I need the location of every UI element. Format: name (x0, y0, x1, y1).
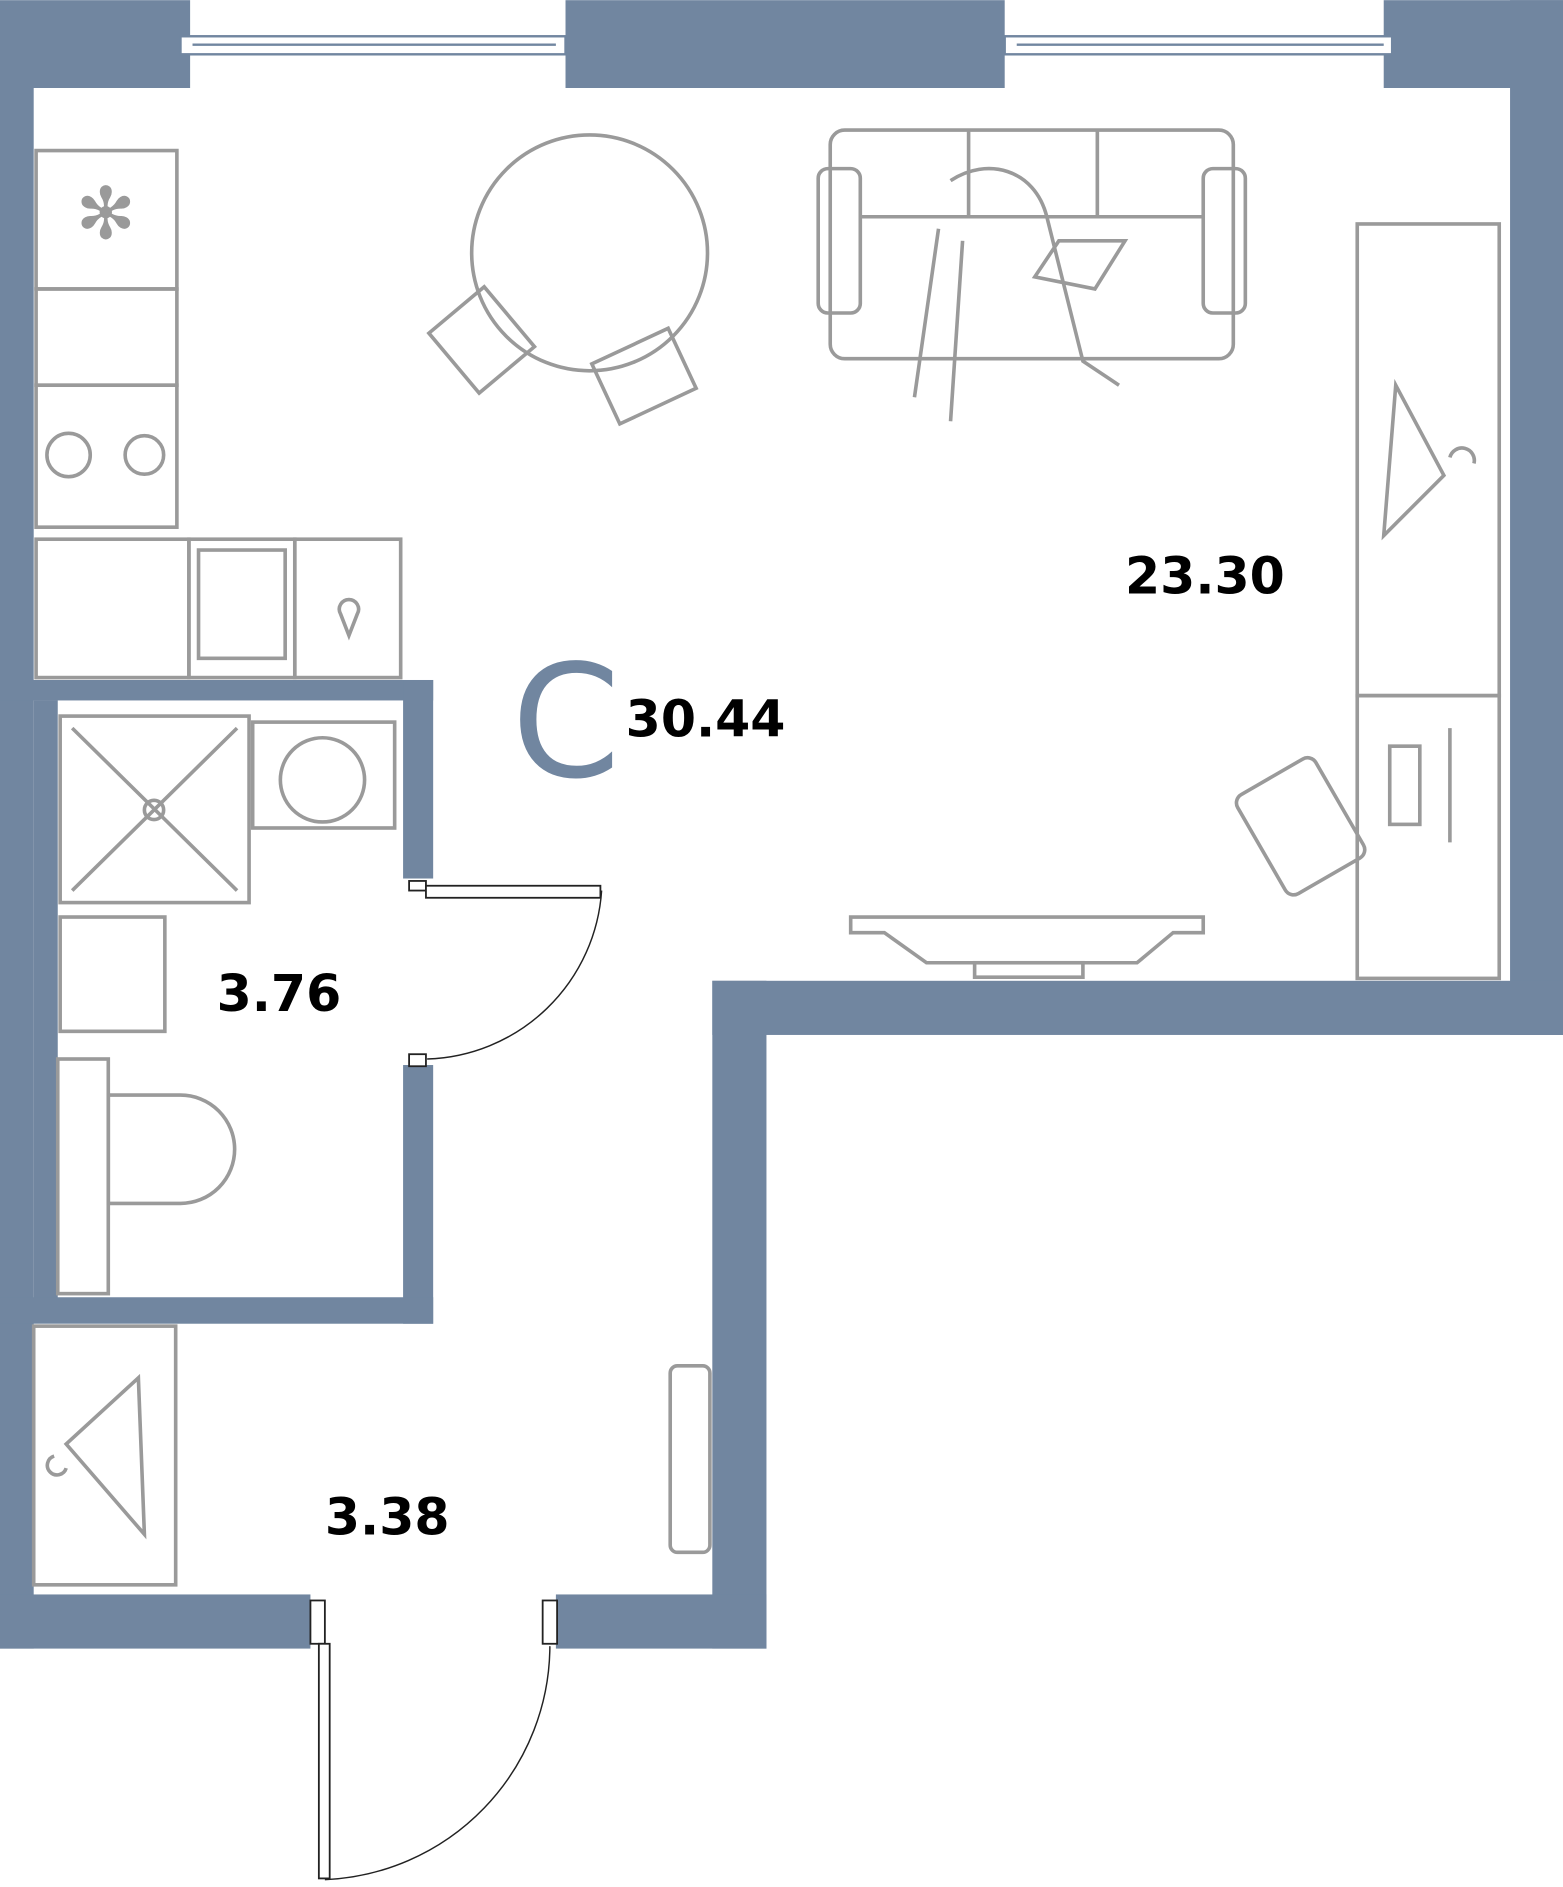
walls (0, 0, 1563, 1649)
bathroom-fixtures (55, 714, 397, 1296)
doors (309, 880, 603, 1881)
apartment-type-letter: С (511, 631, 620, 813)
total-area-label: 30.44 (626, 690, 786, 749)
snowflake-icon: ✻ (76, 174, 137, 254)
wardrobe-desk (1234, 222, 1502, 981)
hallway-furniture (31, 1324, 712, 1587)
dining-table (426, 133, 710, 427)
kitchen-units: ✻ (34, 148, 403, 680)
tv-stand (848, 915, 1206, 979)
sofa (816, 128, 1248, 422)
bathroom-area-label: 3.76 (217, 964, 342, 1023)
living-room-area-label: 23.30 (1125, 546, 1285, 605)
hallway-area-label: 3.38 (325, 1487, 450, 1546)
windows (179, 35, 1394, 56)
